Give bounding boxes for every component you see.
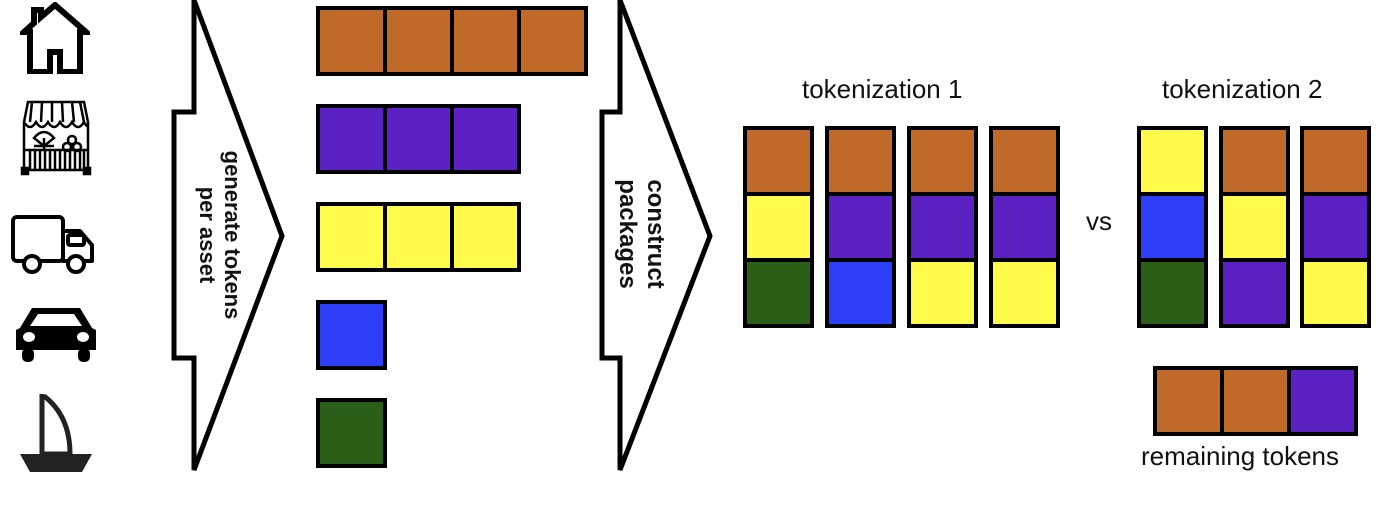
token-yellow	[747, 196, 810, 258]
token-yellow	[911, 262, 974, 324]
token-blue	[829, 262, 892, 324]
token-yellow	[993, 262, 1056, 324]
token-blue	[1141, 196, 1204, 258]
tokenization-1-title: tokenization 1	[802, 74, 963, 104]
car-icon	[14, 302, 100, 364]
token-purple	[829, 196, 892, 258]
package	[907, 126, 978, 328]
vs-label: vs	[1086, 206, 1112, 236]
token-purple	[1223, 262, 1286, 324]
token-yellow	[320, 206, 383, 268]
token-orange	[454, 10, 517, 72]
package	[1300, 126, 1371, 328]
token-purple	[993, 196, 1056, 258]
token-row	[316, 300, 387, 370]
token-orange	[829, 130, 892, 192]
package	[989, 126, 1060, 328]
generate-line-1: generate tokens	[220, 150, 245, 320]
construct-line-1: construct	[642, 179, 669, 289]
token-row	[316, 6, 588, 76]
token-yellow	[387, 206, 450, 268]
token-orange	[1157, 370, 1220, 432]
token-purple	[1304, 196, 1367, 258]
package	[1137, 126, 1208, 328]
token-row	[316, 398, 387, 468]
generate-line-2: per asset	[195, 186, 220, 284]
construct-packages-label: construct packages	[613, 169, 669, 299]
token-yellow	[1141, 130, 1204, 192]
token-row	[316, 104, 521, 174]
token-purple	[320, 108, 383, 170]
token-yellow	[454, 206, 517, 268]
remaining-token-strip	[1153, 366, 1358, 436]
token-orange	[387, 10, 450, 72]
token-orange	[1304, 130, 1367, 192]
remaining-tokens-label: remaining tokens	[1141, 441, 1339, 471]
token-orange	[747, 130, 810, 192]
token-green	[1141, 262, 1204, 324]
token-orange	[911, 130, 974, 192]
token-orange	[1224, 370, 1287, 432]
token-orange	[320, 10, 383, 72]
generate-tokens-arrow	[170, 0, 290, 485]
token-yellow	[1304, 262, 1367, 324]
token-orange	[1223, 130, 1286, 192]
token-green	[320, 402, 383, 464]
construct-packages-arrow	[596, 0, 716, 485]
generate-tokens-label: generate tokens per asset	[195, 145, 245, 325]
package	[1219, 126, 1290, 328]
token-blue	[320, 304, 383, 366]
sailboat-icon	[18, 390, 94, 474]
token-orange	[521, 10, 584, 72]
token-purple	[387, 108, 450, 170]
tokenization-2-title: tokenization 2	[1162, 74, 1323, 104]
house-icon	[20, 2, 90, 74]
market-stall-icon	[18, 98, 94, 176]
token-purple	[1291, 370, 1354, 432]
token-row	[316, 202, 521, 272]
token-green	[747, 262, 810, 324]
token-purple	[911, 196, 974, 258]
construct-line-2: packages	[614, 179, 641, 289]
token-yellow	[1223, 196, 1286, 258]
token-orange	[993, 130, 1056, 192]
token-purple	[454, 108, 517, 170]
truck-icon	[10, 214, 96, 276]
package	[825, 126, 896, 328]
package	[743, 126, 814, 328]
